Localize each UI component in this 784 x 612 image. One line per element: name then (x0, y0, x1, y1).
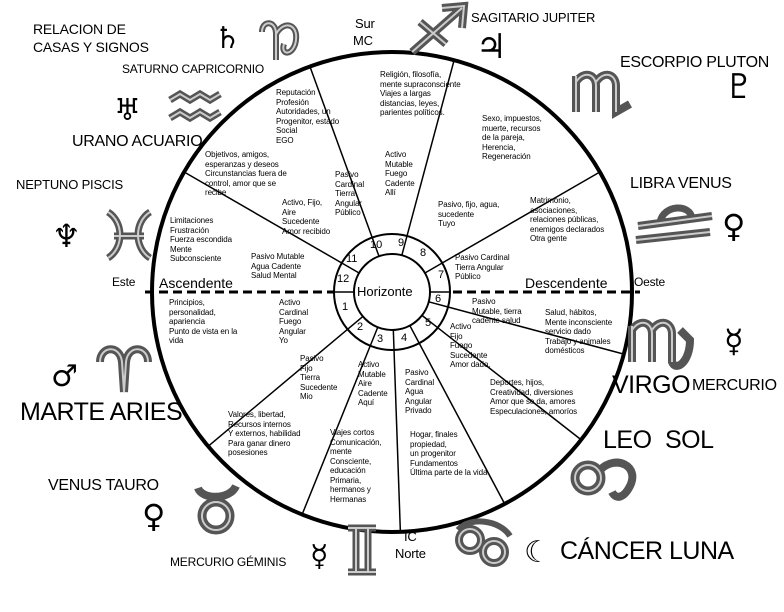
compass-south: Sur (355, 16, 375, 31)
marte-aries-label: MARTE ARIES (20, 398, 183, 426)
house-number-1: 1 (342, 301, 349, 313)
ascendente-label: Ascendente (159, 275, 233, 291)
title-line-1: RELACION DE (33, 21, 126, 37)
libra-venus-label: LIBRA VENUS (630, 175, 732, 192)
house-divider-line (183, 171, 343, 264)
descendente-label: Descendente (525, 275, 608, 291)
saturno-capricornio-label: SATURNO CAPRICORNIO (122, 62, 264, 76)
neptune-icon: ♆ (52, 217, 81, 255)
house-number-10: 10 (370, 239, 383, 251)
house-divider-line (441, 171, 601, 264)
mars-icon: ♂ (51, 359, 78, 394)
ring-divider-line (341, 262, 360, 274)
cancer-luna-label: CÁNCER LUNA (560, 537, 734, 565)
pluto-icon: ♇ (724, 67, 755, 107)
house-7-meanings: Matrimonio,asociaciones,relaciones públi… (530, 196, 605, 243)
house-number-8: 8 (420, 247, 427, 259)
compass-east: Este (112, 275, 136, 289)
leo-label: LEO (603, 426, 652, 454)
saturn-icon: ♄ (214, 21, 241, 56)
ring-divider-line (409, 325, 420, 344)
house-divider-line (447, 306, 625, 355)
venus-right-icon: ♀ (722, 207, 746, 245)
ring-dividers (334, 235, 450, 350)
sagitario-jupiter-label: SAGITARIO JUPITER (471, 10, 596, 25)
mercurio-geminis-label: MERCURIO GÉMINIS (170, 555, 287, 569)
mercury-icon: ☿ (310, 539, 329, 574)
ring-divider-line (401, 235, 408, 256)
house-divider-line (393, 349, 402, 532)
house-number-4: 4 (401, 332, 408, 344)
house-number-5: 5 (425, 317, 432, 329)
house-9-meanings: Religión, filosofía,mente supraconscient… (380, 70, 461, 117)
virgo-mercurio-label: MERCURIO (692, 377, 777, 394)
mercury-right-icon: ☿ (724, 322, 744, 360)
urano-acuario-label: URANO ACUARIO (72, 133, 203, 150)
compass-mc: MC (353, 33, 373, 48)
moon-icon: ☾ (524, 535, 551, 570)
house-number-2: 2 (357, 321, 364, 333)
compass-north: Norte (395, 546, 426, 561)
venus-tauro-label: VENUS TAURO (48, 477, 159, 494)
compass-west: Oeste (634, 275, 666, 289)
house-divider-line (301, 345, 371, 515)
neptuno-piscis-label: NEPTUNO PISCIS (16, 177, 123, 192)
uranus-icon: ♅ (114, 93, 141, 128)
ring-divider-line (421, 314, 439, 329)
house-5-meanings: Deportes, hijos,Creatividad, diversiones… (490, 378, 578, 416)
compass-ic: IC (404, 529, 417, 544)
house-divider-line (406, 59, 455, 237)
ring-divider-line (369, 326, 379, 347)
escorpio-pluton-label: ESCORPIO PLUTON (620, 54, 770, 71)
house-divider-line (207, 328, 349, 447)
ring-divider-line (371, 237, 380, 257)
house-divider-line (418, 342, 506, 505)
ring-divider-line (428, 301, 449, 308)
venus-icon: ♀ (142, 497, 166, 535)
center-label: Horizonte (357, 284, 413, 299)
house-number-9: 9 (398, 237, 405, 249)
house-divider-line (437, 327, 582, 441)
ring-divider-line (424, 262, 443, 274)
sol-label: SOL (665, 426, 714, 454)
house-number-6: 6 (435, 293, 442, 305)
virgo-label: VIRGO (612, 371, 691, 399)
house-number-12: 12 (337, 273, 350, 285)
ring-divider-line (347, 315, 364, 330)
house-number-11: 11 (346, 253, 358, 265)
house-number-7: 7 (438, 269, 445, 281)
house-divider-line (309, 66, 373, 238)
house-dividers (183, 59, 625, 532)
title-line-2: CASAS Y SIGNOS (33, 39, 149, 55)
jupiter-icon: ♃ (476, 27, 507, 67)
house-number-3: 3 (377, 333, 384, 345)
ring-divider-line (392, 329, 395, 350)
